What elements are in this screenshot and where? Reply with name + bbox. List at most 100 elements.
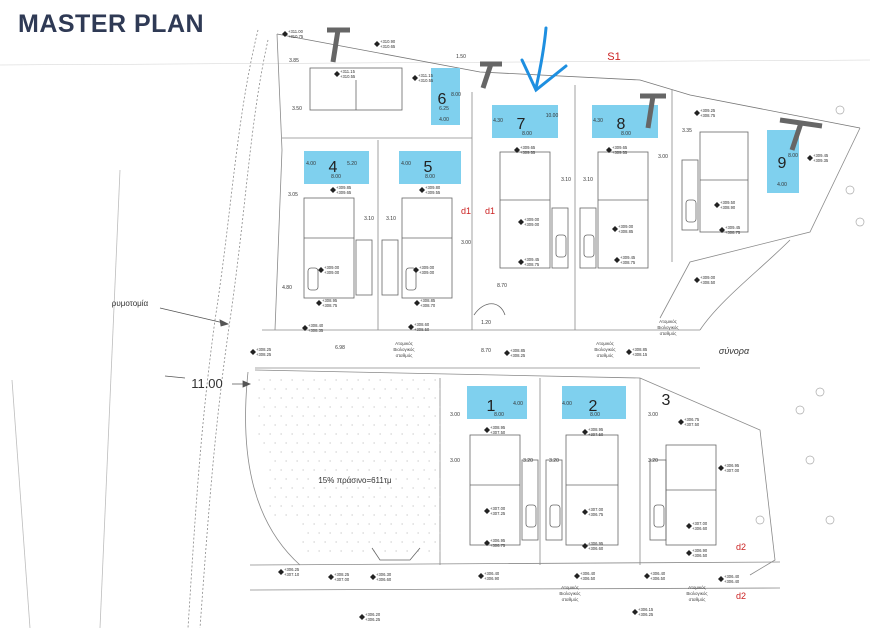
elevation-value: +308.25 [256,352,272,357]
hatch-dot [269,415,271,417]
elevation-value: +308.70 [420,303,436,308]
elevation-value: +309.25 [700,108,716,113]
elevation-value: +306.90 [484,576,500,581]
hatch-dot [384,496,386,498]
hatch-dot [340,514,342,516]
elevation-value: +309.00 [618,224,634,229]
hatch-dot [307,478,309,480]
hatch-dot [274,424,276,426]
hatch-dot [412,541,414,543]
pool-9-width: 4.00 [777,182,787,188]
hatch-dot [274,406,276,408]
hatch-dot [401,415,403,417]
septic-d-3: σταθμός [562,596,580,602]
hatch-dot [291,505,293,507]
hatch-dot [373,460,375,462]
pool-dimensions: 8.00 4.00 8.00 4.00 8.00 4.00 5.20 8.00 … [306,92,798,418]
elevation-value: +306.25 [638,612,654,617]
hatch-dot [417,424,419,426]
septic-e-3: σταθμός [689,596,707,602]
hatch-dot [390,487,392,489]
elevation-value: +306.20 [365,612,381,617]
t-marker-1 [327,27,350,63]
hatch-dot [373,496,375,498]
elevation-value: +307.50 [588,432,604,437]
elevation-marker: +306.40+306.50 [574,571,596,581]
hatch-dot [379,505,381,507]
hatch-dot [368,487,370,489]
tree-symbol [825,515,835,525]
hatch-dot [296,460,298,462]
dimension-labels: 3.10 3.10 3.10 3.10 3.00 3.00 3.00 3.00 … [282,54,692,464]
hatch-dot [439,424,441,426]
hatch-dot [296,514,298,516]
elevation-marker: +309.45+308.75 [719,225,741,235]
label-green-area: 15% πράσινο=611τμ [318,476,392,485]
hatch-dot [318,514,320,516]
dim: 3.00 [658,154,668,160]
hatch-dot [346,487,348,489]
hatch-dot [390,415,392,417]
elevation-value: +309.50 [720,200,736,205]
dim: 3.10 [386,216,396,222]
hatch-dot [285,496,287,498]
elevation-value: +309.65 [520,145,536,150]
elevation-marker: +309.00+308.50 [694,275,716,285]
hatch-dot [296,442,298,444]
hatch-dot [302,523,304,525]
pool-4-height: 4.00 [306,161,316,167]
label-rymotomia: ρυμοτομία [112,299,149,308]
hatch-dot [368,505,370,507]
dim: 3.50 [292,106,302,112]
elevation-marker: +309.80+309.55 [419,185,441,195]
dim: 3.85 [289,58,299,64]
hatch-dot [395,478,397,480]
hatch-dot [346,451,348,453]
hatch-dot [313,397,315,399]
hatch-dot [428,532,430,534]
dim: 3.35 [682,128,692,134]
hatch-dot [351,442,353,444]
hatch-dot [401,505,403,507]
elevation-value: +309.45 [620,255,636,260]
pool-7-width: 8.00 [522,131,532,137]
hatch-dot [362,406,364,408]
elevation-value: +309.00 [700,275,716,280]
hatch-dot [428,424,430,426]
plot-number-2: 2 [589,398,598,415]
hatch-dot [395,406,397,408]
hatch-dot [434,451,436,453]
hatch-dot [291,379,293,381]
hatch-dot [390,433,392,435]
hatch-dot [395,550,397,552]
hatch-dot [417,406,419,408]
hatch-dot [269,505,271,507]
hatch-dot [313,523,315,525]
hatch-dot [417,532,419,534]
hatch-dot [379,379,381,381]
hatch-dot [329,424,331,426]
hatch-dot [307,496,309,498]
hatch-dot [302,451,304,453]
hatch-dot [362,460,364,462]
hatch-dot [434,541,436,543]
elevation-marker: +309.65+309.55 [606,145,628,155]
pool-1-height: 4.00 [513,401,523,407]
hatch-dot [351,406,353,408]
hatch-dot [329,478,331,480]
elevation-marker: +306.95+306.75 [484,538,506,548]
hatch-dot [296,496,298,498]
dim: 3.00 [450,458,460,464]
elevation-marker: +309.50+308.90 [714,200,736,210]
pool-8-height: 4.30 [593,118,603,124]
hatch-dot [324,541,326,543]
hatch-dot [269,397,271,399]
elevation-value: +308.85 [632,347,648,352]
label-d2-a: d2 [736,542,746,552]
dim: 3.20 [523,458,533,464]
hatch-dot [395,424,397,426]
hatch-dot [379,415,381,417]
elevation-value: +309.00 [324,265,340,270]
hatch-dot [329,442,331,444]
hatch-dot [439,496,441,498]
